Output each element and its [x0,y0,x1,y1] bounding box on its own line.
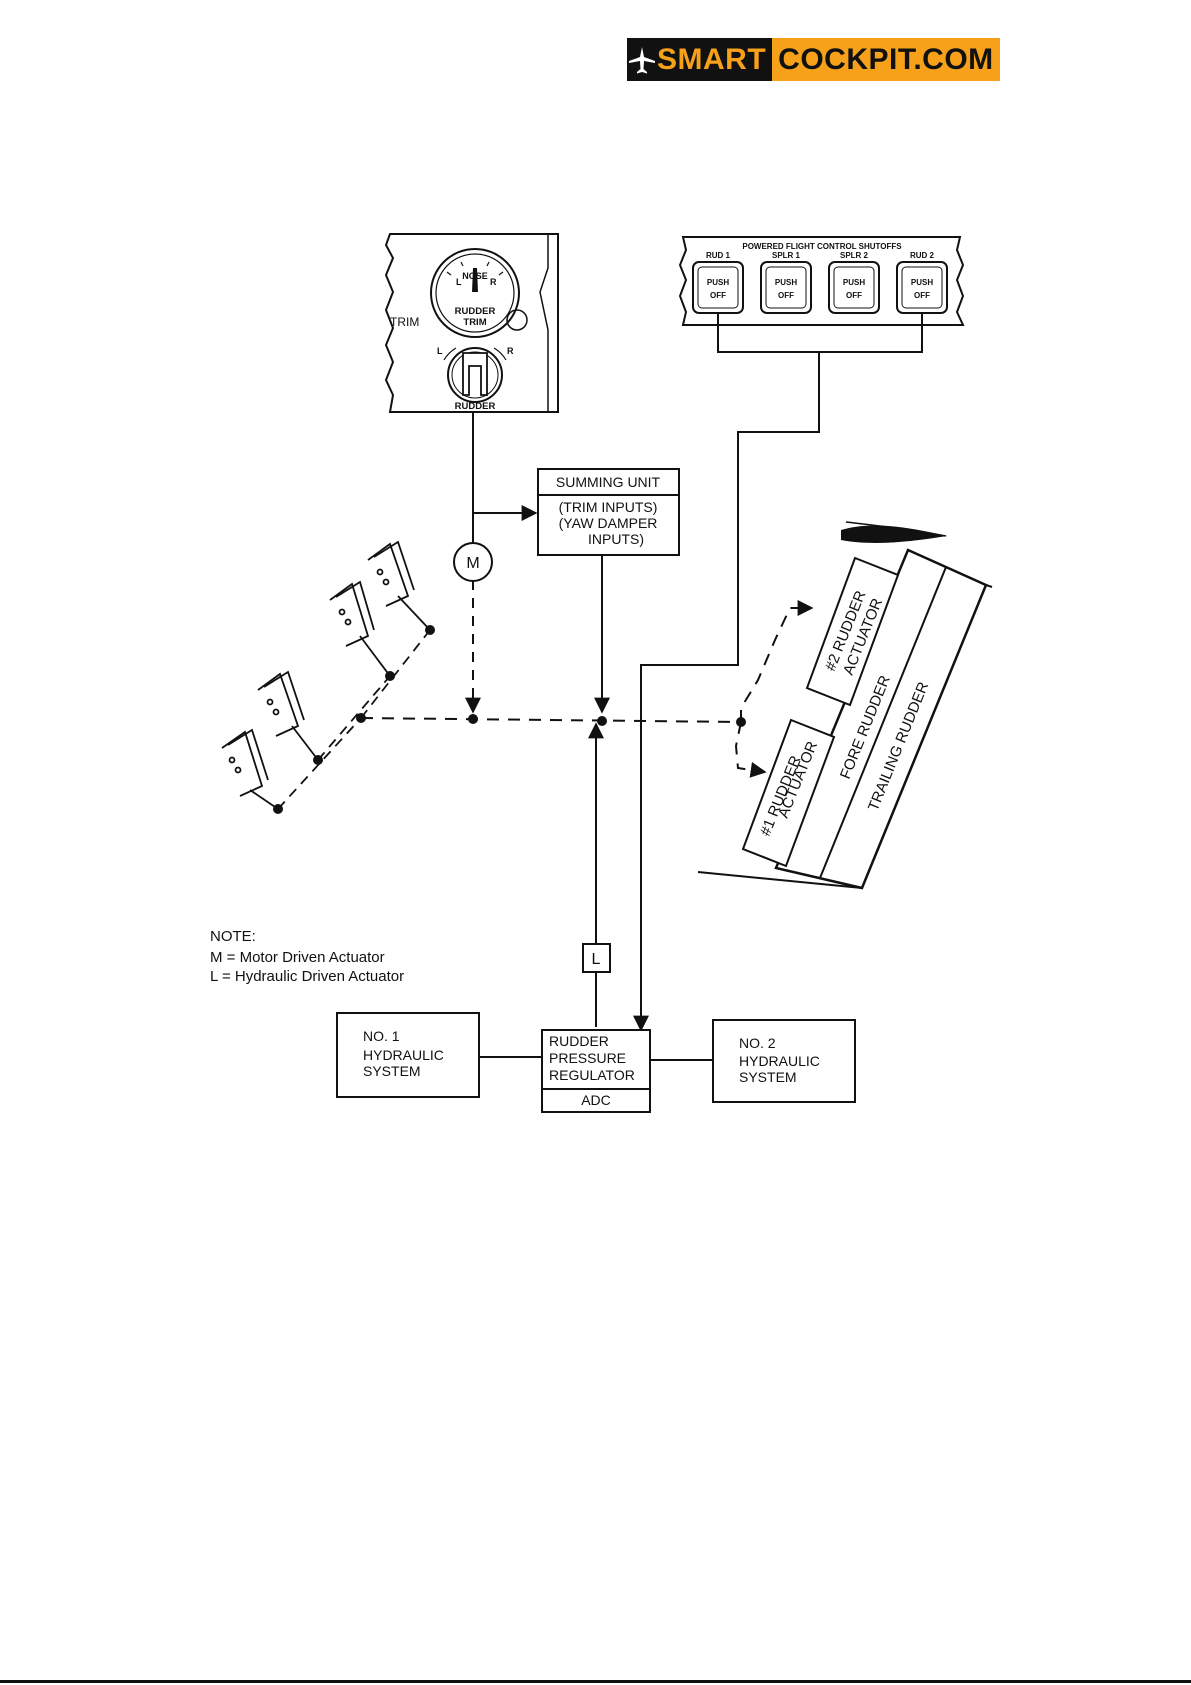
pedal-linkage-joints [273,625,435,814]
note-heading: NOTE: [210,928,256,945]
hyd1-line3: SYSTEM [363,1063,421,1079]
hydraulic-connections [479,1056,713,1061]
gauge-label-trim: TRIM [463,317,486,328]
knob-label: RUDDER [455,401,496,412]
knob-right-label: R [507,346,514,356]
switch-rud1-label: RUD 1 [706,251,731,260]
airplane-icon [627,38,657,81]
regulator-line2: PRESSURE [549,1050,626,1066]
hydraulic-system-1: NO. 1 HYDRAULIC SYSTEM [336,1012,480,1098]
gauge-right-label: R [490,277,497,287]
summing-unit-title: SUMMING UNIT [556,474,661,490]
summing-unit-line1: (TRIM INPUTS) [559,499,658,515]
motor-actuator-letter: M [466,555,479,572]
hyd2-line1: NO. 2 [739,1035,776,1051]
smartcockpit-logo: SMART COCKPIT.COM [627,38,1000,81]
linkage-junctions [468,714,746,727]
rudder-trim-knob[interactable]: L R RUDDER [437,346,514,412]
logo-cockpit-text: COCKPIT.COM [772,38,1000,81]
shutoff-wiring [633,313,923,1032]
switch-splr2-push: PUSH [843,278,865,287]
rudder-trim-gauge: L NOSE R RUDDER TRIM [430,248,528,338]
logo-smart-text: SMART [657,38,773,81]
switch-splr1[interactable]: SPLR 1 PUSH OFF [760,251,812,314]
gauge-nose-label: NOSE [462,271,488,281]
shutoff-panel: POWERED FLIGHT CONTROL SHUTOFFS RUD 1 PU… [678,236,965,326]
switch-rud1-off: OFF [710,291,726,300]
gauge-label-rudder: RUDDER [455,306,496,317]
trim-panel: TRIM L NOSE R RUDDER TRIM L R RUDDER [384,233,559,413]
regulator-adc: ADC [581,1092,611,1108]
trim-signal-lines [465,412,538,714]
switch-splr2-off: OFF [846,291,862,300]
switch-rud2-push: PUSH [911,278,933,287]
hydraulic-actuator-symbol: L [582,943,611,973]
hydraulic-actuator-letter: L [592,951,601,968]
gauge-left-label: L [456,277,462,287]
switch-rud1-push: PUSH [707,278,729,287]
switch-splr2[interactable]: SPLR 2 PUSH OFF [828,251,880,314]
switch-rud2-label: RUD 2 [910,251,935,260]
mechanical-linkage [360,600,814,778]
hyd1-line1: NO. 1 [363,1028,400,1044]
switch-splr1-label: SPLR 1 [772,251,801,260]
switch-rud2-off: OFF [914,291,930,300]
summing-unit-line2: (YAW DAMPER [559,515,658,531]
regulator-line3: REGULATOR [549,1067,635,1083]
hyd1-line2: HYDRAULIC [363,1047,444,1063]
rudder-assembly: #2 RUDDER ACTUATOR #1 RUDDER ACTUATOR FO… [697,521,993,890]
hyd2-line3: SYSTEM [739,1069,797,1085]
summing-unit: SUMMING UNIT (TRIM INPUTS) (YAW DAMPER I… [537,468,680,556]
regulator-line1: RUDDER [549,1033,609,1049]
hydraulic-system-2: NO. 2 HYDRAULIC SYSTEM [712,1019,856,1103]
page-bottom-rule [0,1680,1191,1683]
shutoff-panel-title: POWERED FLIGHT CONTROL SHUTOFFS [742,242,902,251]
note-line2: L = Hydraulic Driven Actuator [210,968,404,985]
rudder-pedals [221,540,431,810]
trim-label: TRIM [390,315,419,329]
summing-unit-line3: INPUTS) [588,531,644,547]
switch-rud2[interactable]: RUD 2 PUSH OFF [896,251,948,314]
rudder-pressure-regulator: RUDDER PRESSURE REGULATOR ADC [541,1029,651,1113]
switch-splr1-push: PUSH [775,278,797,287]
note-line1: M = Motor Driven Actuator [210,949,385,966]
hyd2-line2: HYDRAULIC [739,1053,820,1069]
motor-actuator-symbol: M [453,542,493,582]
knob-left-label: L [437,346,443,356]
note-block: NOTE: M = Motor Driven Actuator L = Hydr… [210,928,404,985]
switch-splr2-label: SPLR 2 [840,251,869,260]
switch-rud1[interactable]: RUD 1 PUSH OFF [692,251,744,314]
switch-splr1-off: OFF [778,291,794,300]
